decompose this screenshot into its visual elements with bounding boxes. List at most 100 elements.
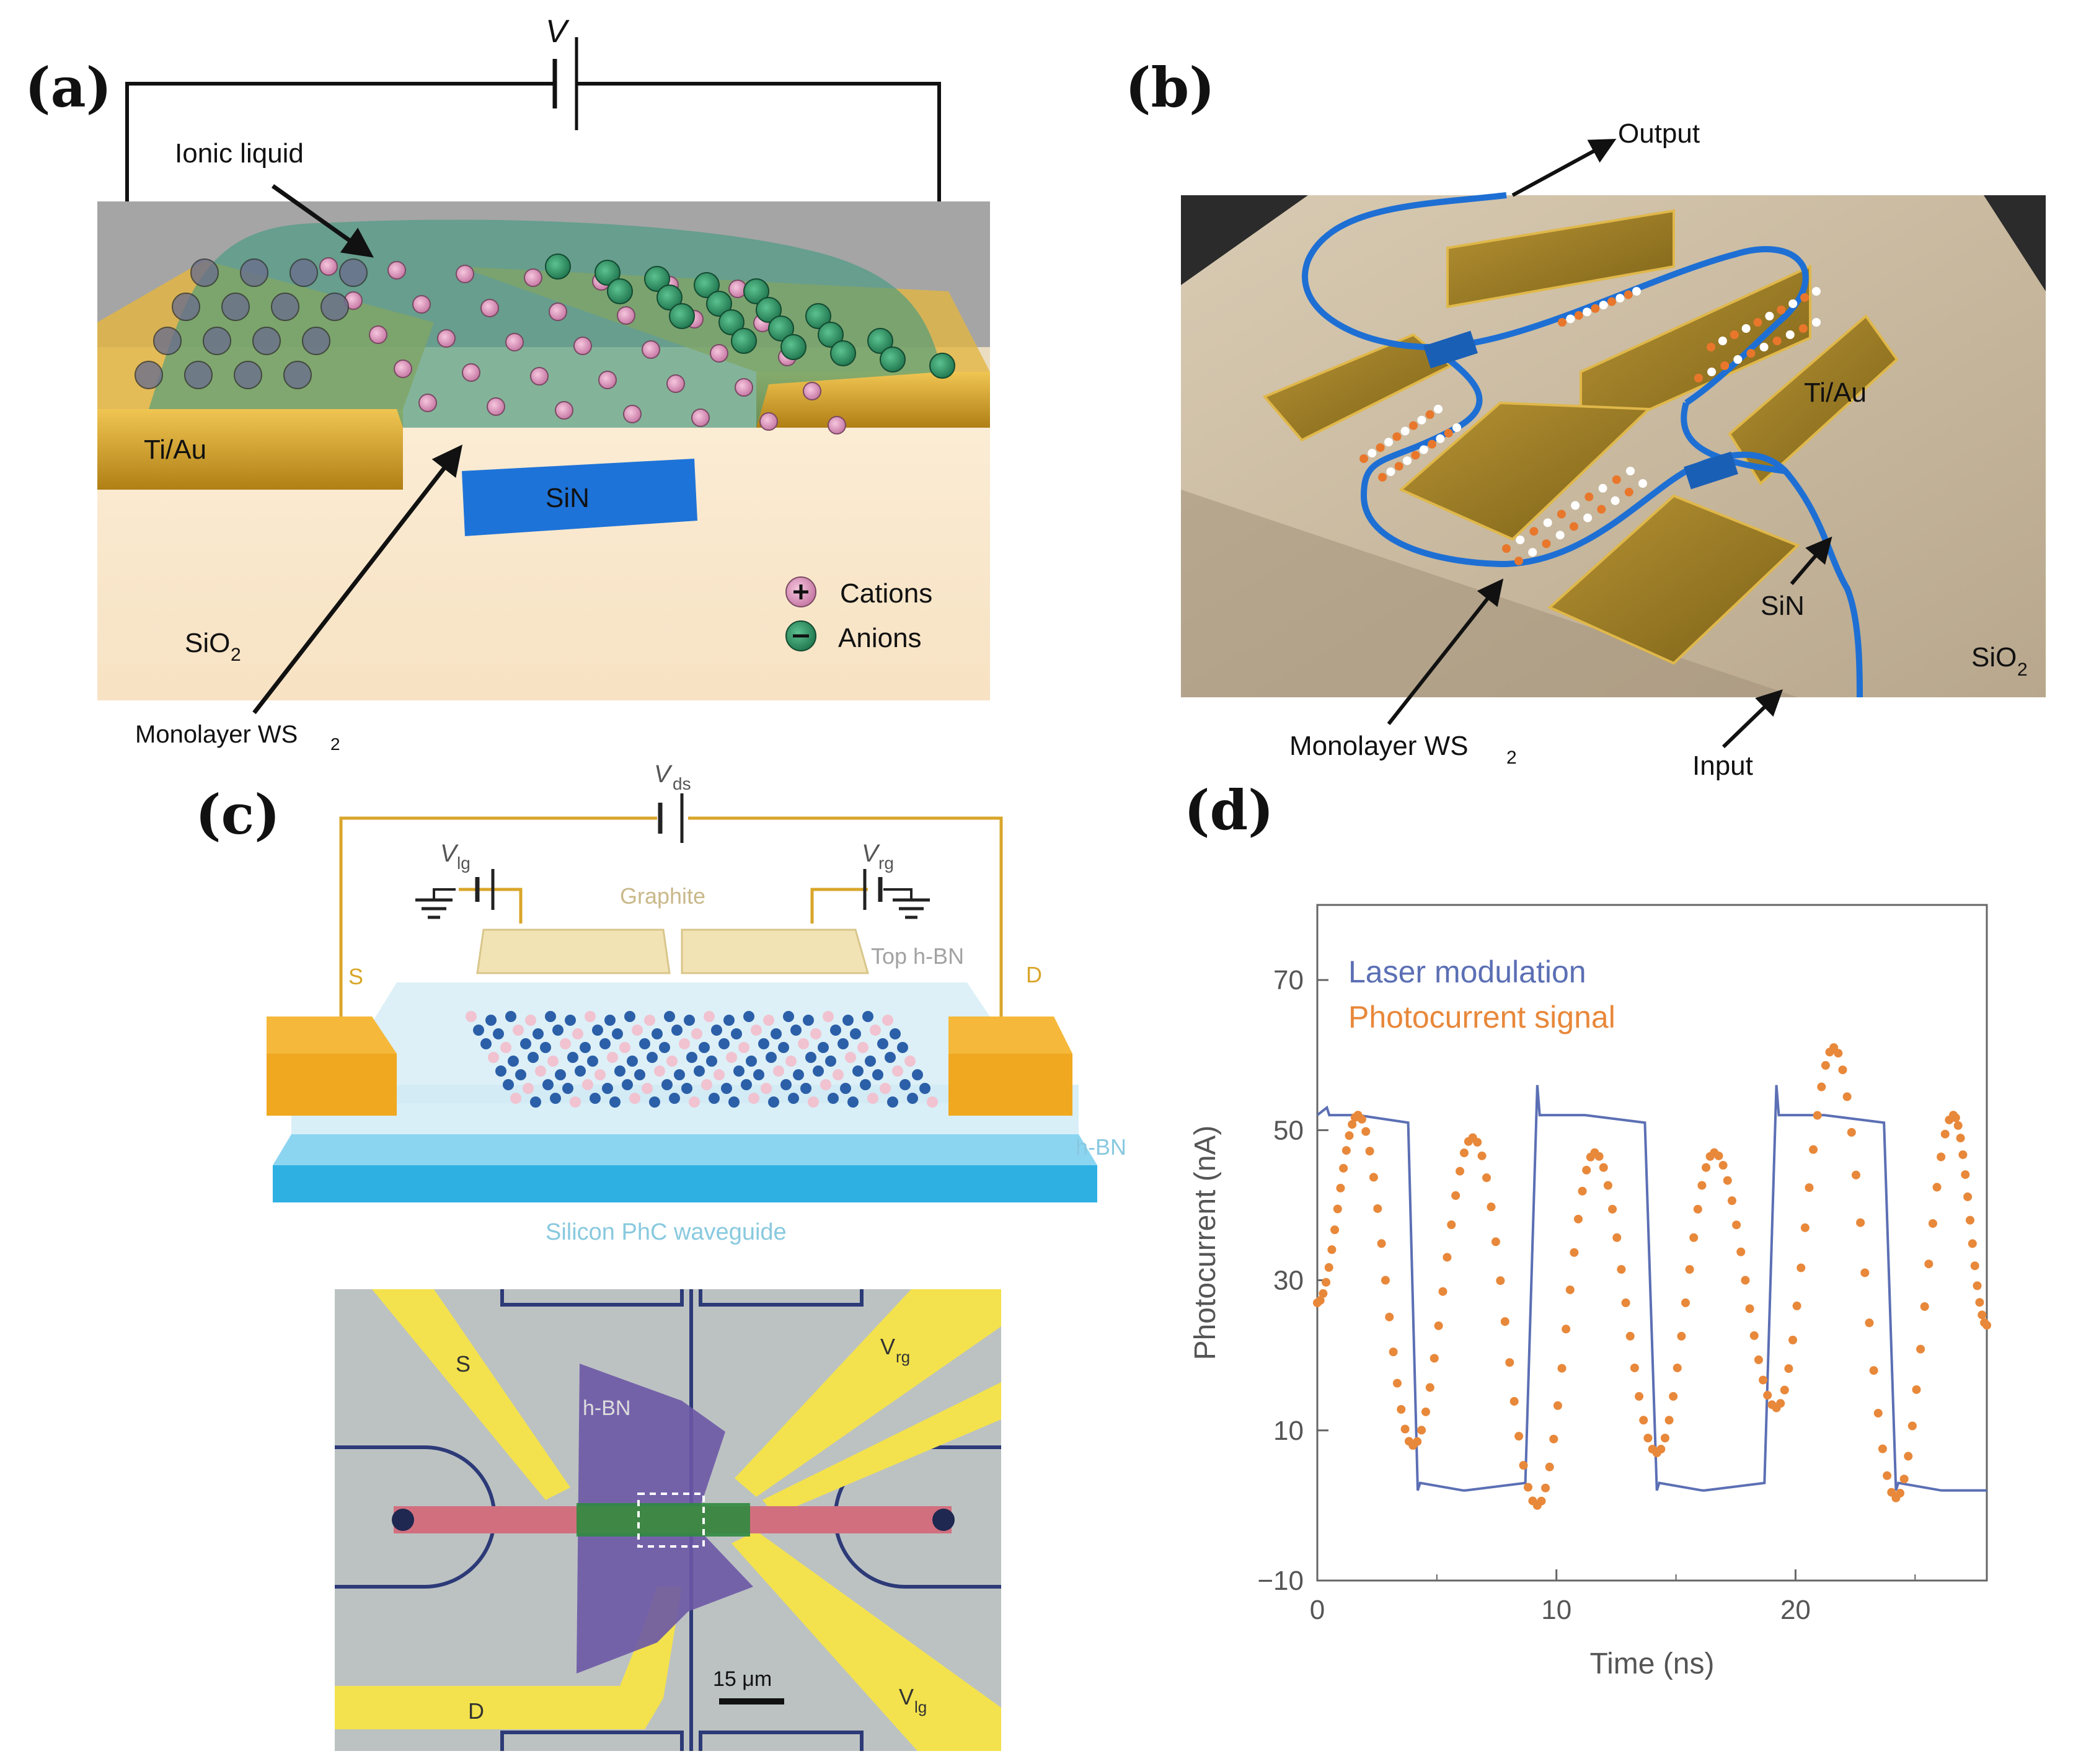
lattice-atom (580, 1042, 591, 1053)
lattice-atom (899, 1079, 911, 1090)
panel-a: (a) V SiN Ti/Au Ionic liquid SiO 2 (25, 14, 990, 754)
lattice-atom (594, 1069, 606, 1080)
cation-ion (387, 261, 406, 280)
lattice-atom (560, 1038, 571, 1049)
photocurrent-point (1956, 1134, 1965, 1143)
photocurrent-point (1736, 1247, 1746, 1256)
lattice-atom (647, 1052, 658, 1063)
lattice-atom (726, 1052, 737, 1063)
lattice-atom (582, 1079, 593, 1090)
lattice-atom (649, 1096, 660, 1108)
photocurrent-point (1635, 1391, 1644, 1401)
svg-text:SiO: SiO (1971, 642, 2017, 673)
ws2-atom (1528, 548, 1537, 557)
lattice-atom (805, 1052, 816, 1063)
ws2-atom (1434, 405, 1443, 413)
photocurrent-point (1519, 1461, 1528, 1470)
ws2-atom (1720, 361, 1730, 370)
ws2-atom (1638, 479, 1647, 488)
waveguide-label: Silicon PhC waveguide (546, 1219, 787, 1245)
lattice-atom (738, 1042, 749, 1053)
lattice-atom (771, 1028, 782, 1039)
y-tick-label: 70 (1273, 965, 1304, 995)
photocurrent-point (1723, 1176, 1732, 1185)
lattice-atom (523, 1083, 534, 1094)
ws2-atom (1386, 467, 1395, 477)
photocurrent-point (1763, 1391, 1772, 1400)
ws2-atom (1599, 301, 1608, 310)
lattice-atom (545, 1011, 556, 1022)
lattice-atom (520, 1038, 531, 1049)
y-tick-label: −10 (1257, 1566, 1304, 1596)
micro-vrg-label: V rg (880, 1334, 910, 1366)
photocurrent-point (1656, 1445, 1666, 1454)
micro-vlg-label: V lg (899, 1684, 927, 1716)
anion-ion (880, 346, 906, 373)
ws2-atom (1759, 343, 1769, 351)
photocurrent-point (1392, 1378, 1402, 1388)
photocurrent-point (1482, 1173, 1492, 1183)
lattice-atom (699, 1042, 710, 1053)
ti-au-pads (1262, 209, 1899, 665)
photocurrent-point (1496, 1276, 1505, 1286)
ws2-atom (1403, 456, 1412, 465)
lattice-atom (485, 1015, 497, 1026)
ws2-atom (1359, 454, 1368, 463)
ws2-atom (1624, 487, 1633, 496)
ws2-atom (1417, 415, 1426, 425)
ti-au-label: Ti/Au (144, 434, 206, 465)
lattice-atom (919, 1083, 930, 1094)
lattice-atom (547, 1056, 559, 1067)
lattice-atom (508, 1056, 519, 1067)
ws2-atom (1626, 467, 1635, 475)
ws2-atom (1694, 374, 1703, 382)
ws2-atom (1612, 475, 1621, 484)
ws2-atom (1788, 299, 1798, 308)
lattice-atom (624, 1011, 635, 1022)
svg-text:rg: rg (896, 1347, 910, 1366)
lattice-atom (885, 1052, 896, 1063)
panel-c-label: (c) (195, 782, 280, 847)
lattice-atom (746, 1056, 757, 1067)
ws2-atom (1566, 314, 1575, 324)
lattice-atom (602, 1083, 613, 1094)
cation-ion (828, 416, 846, 434)
ws2-atom (1378, 473, 1387, 482)
lattice-atom (823, 1011, 834, 1022)
ws2-atom (1707, 368, 1717, 376)
ws2-atom (1529, 527, 1539, 536)
monolayer-arrow-b (1387, 578, 1504, 725)
photocurrent-point (1357, 1114, 1366, 1124)
scale-bar-label: 15 μm (713, 1667, 772, 1691)
cation-ion (487, 397, 505, 416)
photocurrent-point (1809, 1145, 1818, 1154)
monolayer-arrow (252, 444, 463, 715)
lattice-atom (733, 1065, 745, 1077)
legend-photocurrent-signal: Photocurrent signal (1348, 1000, 1615, 1034)
anion-ion (694, 272, 720, 298)
adsorbed-cation (190, 258, 219, 287)
photocurrent-point (1447, 1220, 1456, 1229)
cation-ion (598, 371, 617, 389)
ws2-atom (1730, 330, 1739, 339)
photocurrent-point (1361, 1127, 1371, 1136)
photocurrent-point (1505, 1358, 1514, 1367)
svg-text:2: 2 (231, 645, 241, 665)
series-photocurrent-signal (1313, 1043, 1991, 1510)
cation-ion (710, 344, 728, 363)
photocurrent-point (1603, 1181, 1612, 1190)
plot-frame (1316, 904, 1988, 1582)
lattice-atom (766, 1052, 777, 1063)
lattice-atom (493, 1028, 504, 1039)
photocurrent-point (1975, 1298, 1984, 1307)
lattice-atom (644, 1015, 655, 1026)
photocurrent-point (1732, 1220, 1741, 1230)
drain-label: D (1026, 962, 1042, 987)
photocurrent-point (1978, 1310, 1987, 1320)
cation-ion (617, 306, 635, 325)
monolayer-ws2-patches (1359, 287, 1821, 565)
ws2-atom (1555, 531, 1565, 540)
lattice-atom (686, 1052, 697, 1063)
svg-text:rg: rg (878, 853, 894, 873)
photocurrent-point (1904, 1452, 1913, 1461)
